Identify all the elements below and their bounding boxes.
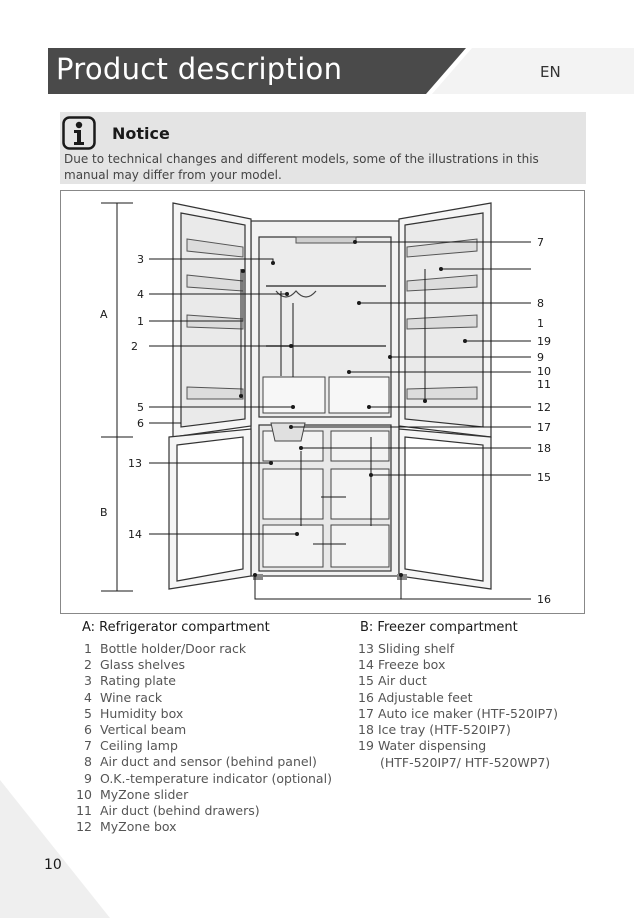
callout-1-left: 1 <box>137 315 144 328</box>
callout-17: 17 <box>537 421 551 434</box>
title-bar <box>48 48 466 94</box>
callout-8: 8 <box>537 297 544 310</box>
callout-12: 12 <box>537 401 551 414</box>
callout-3: 3 <box>137 253 144 266</box>
callout-2: 2 <box>131 340 138 353</box>
callout-4: 4 <box>137 288 144 301</box>
callout-6: 6 <box>137 417 144 430</box>
list-item-continuation: (HTF-520IP7/ HTF-520WP7) <box>380 755 551 770</box>
legend-heading-refrigerator: A: Refrigerator compartment <box>82 620 270 635</box>
callout-5: 5 <box>137 401 144 414</box>
language-code: EN <box>540 63 561 81</box>
corner-decoration-bottom <box>0 780 110 918</box>
fridge-diagram: A B <box>60 190 585 614</box>
label-b: B <box>100 506 108 519</box>
page-title: Product description <box>56 52 343 86</box>
callout-19: 19 <box>537 335 551 348</box>
info-icon <box>62 116 96 150</box>
callout-18: 18 <box>537 442 551 455</box>
fridge-illustration: A B <box>100 202 551 606</box>
callout-16: 16 <box>537 593 551 606</box>
corner-decoration <box>432 48 634 94</box>
callout-11: 11 <box>537 378 551 391</box>
callout-15: 15 <box>537 471 551 484</box>
callout-10: 10 <box>537 365 551 378</box>
notice-box: Notice Due to technical changes and diff… <box>60 112 586 184</box>
label-a: A <box>100 308 108 321</box>
callout-13: 13 <box>128 457 142 470</box>
notice-text: Due to technical changes and different m… <box>64 152 539 182</box>
callout-14: 14 <box>128 528 142 541</box>
legend-heading-freezer: B: Freezer compartment <box>360 620 518 635</box>
callout-7: 7 <box>537 236 544 249</box>
callout-1-right: 1 <box>537 317 544 330</box>
page-number: 10 <box>44 857 62 873</box>
callout-9: 9 <box>537 351 544 364</box>
notice-title: Notice <box>112 124 170 143</box>
